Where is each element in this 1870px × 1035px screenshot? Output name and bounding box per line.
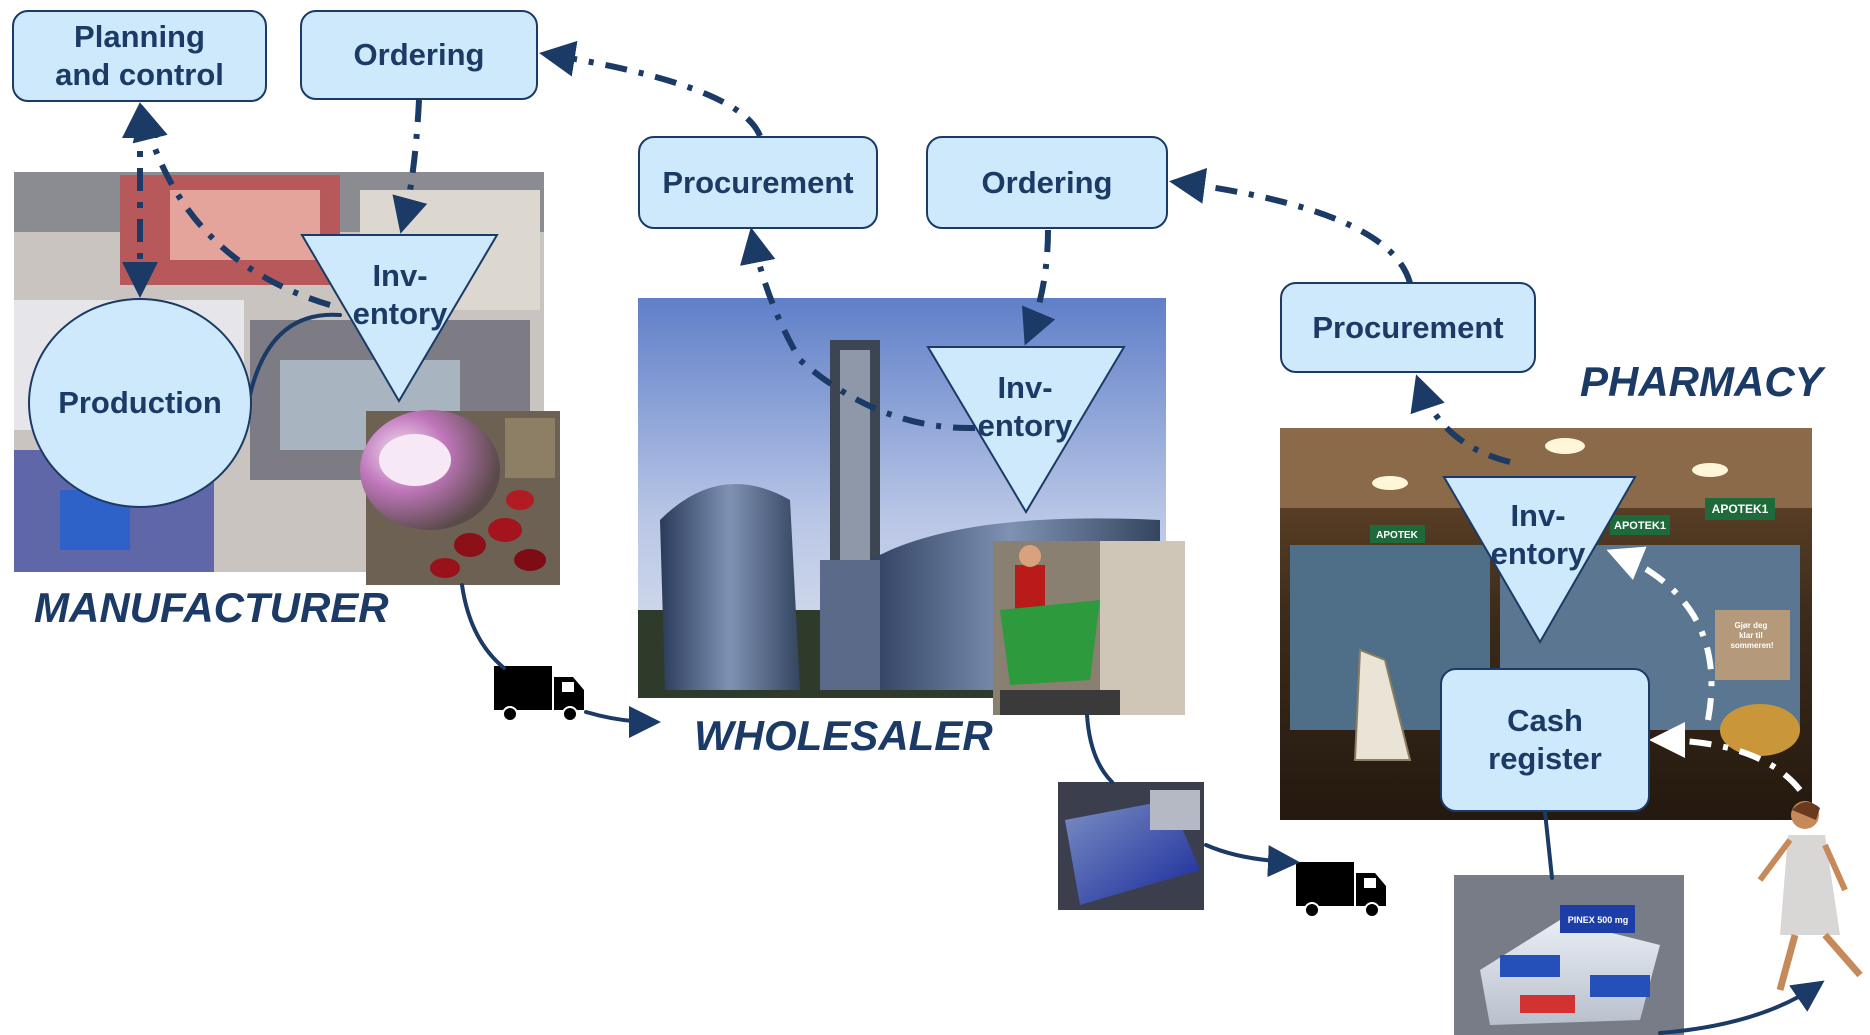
manufacturer-ordering-label: Ordering — [353, 37, 485, 72]
pharmacy-procurement-box: Procurement — [1280, 282, 1536, 373]
wholesaler-procurement-label: Procurement — [662, 164, 854, 200]
wholesaler-inventory-label: Inv- entory — [977, 370, 1073, 443]
manufacturer-label: MANUFACTURER — [34, 584, 389, 631]
wholesaler-inventory-triangle — [926, 346, 1126, 514]
pharmacy-inventory-label: Inv- entory — [1490, 498, 1586, 571]
medicine-boxes-photo: PINEX 500 mg — [1454, 875, 1684, 1035]
production-label: Production — [58, 385, 222, 420]
pharmacy-sign-3: APOTEK1 — [1712, 502, 1769, 516]
flow-truck-to-wholesaler — [584, 705, 661, 738]
flow-pills-to-truck — [460, 583, 506, 670]
planning-and-control-label: Planning and control — [55, 19, 224, 92]
flow-wholesaler-inventory-to-procurement — [740, 227, 976, 432]
pharmacy-sign-1: APOTEK — [1376, 530, 1418, 541]
production-circle: Production — [28, 298, 252, 508]
flow-cash-register-to-boxes — [1543, 810, 1554, 880]
poster-text: Gjør deg klar til sommeren! — [1730, 621, 1773, 650]
flow-picking-to-bin — [1085, 713, 1114, 784]
flow-boxes-to-shopper — [1658, 980, 1825, 1035]
wholesaler-ordering-label: Ordering — [981, 164, 1113, 200]
flow-pharmacy-procurement-to-ordering — [1169, 168, 1413, 284]
picking-photo — [993, 541, 1185, 715]
flow-bin-to-truck — [1204, 843, 1300, 878]
pills-photo — [360, 410, 560, 585]
flow-production-to-inventory — [248, 312, 342, 397]
product-brand-text: PINEX 500 mg — [1568, 915, 1629, 925]
wholesaler-procurement-box: Procurement — [638, 136, 878, 229]
pharmacy-a-frame-sign — [1353, 648, 1412, 761]
wholesaler-label: WHOLESALER — [694, 712, 993, 759]
manufacturer-inventory-label: Inv- entory — [352, 258, 448, 331]
flow-ordering-to-manufacturer-inventory — [392, 99, 428, 234]
cash-register-label: Cash register — [1488, 703, 1602, 776]
flow-shopper-to-cash-register — [1649, 722, 1803, 792]
truck-icon — [1296, 862, 1386, 918]
wholesaler-ordering-box: Ordering — [926, 136, 1168, 229]
truck-icon — [494, 666, 584, 722]
pharmacy-sign-2: APOTEK1 — [1614, 520, 1666, 532]
shopper-figure — [1757, 801, 1863, 991]
flow-shopper-to-pharmacy-inventory — [1606, 546, 1715, 721]
bin-photo — [1058, 782, 1204, 910]
pharmacy-label: PHARMACY — [1580, 358, 1823, 405]
flow-wholesaler-ordering-to-inventory — [1022, 229, 1056, 346]
cash-register-box: Cash register — [1440, 668, 1650, 812]
flow-wholesaler-procurement-to-ordering — [539, 40, 763, 138]
manufacturer-inventory-triangle — [300, 234, 499, 403]
planning-and-control-box: Planning and control — [12, 10, 267, 102]
flow-pharmacy-inventory-to-procurement — [1410, 374, 1511, 465]
flow-inventory-to-planning — [132, 104, 331, 308]
pharmacy-procurement-label: Procurement — [1312, 309, 1504, 345]
manufacturer-ordering-box: Ordering — [300, 10, 538, 100]
pharmacy-inventory-triangle — [1442, 476, 1637, 644]
